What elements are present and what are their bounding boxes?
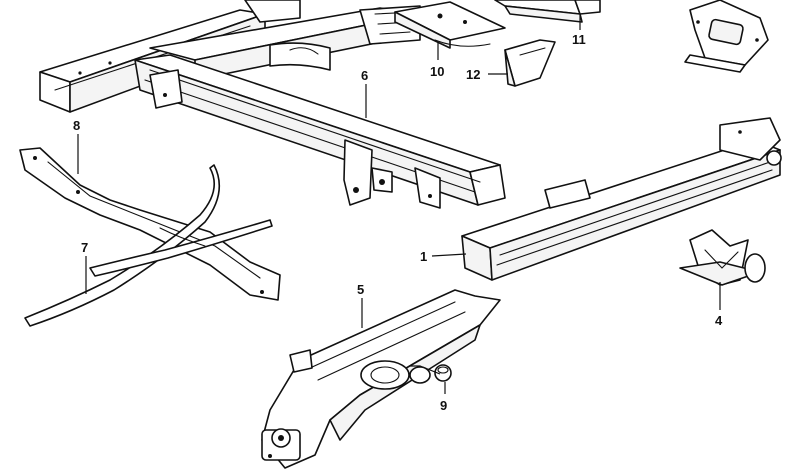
- callout-4: 4: [715, 313, 723, 328]
- callout-9: 9: [440, 398, 447, 413]
- part-9-plug: [434, 364, 452, 382]
- callout-11: 11: [572, 32, 586, 47]
- corner-bracket-window: [708, 18, 744, 46]
- part-12-gusset: [504, 39, 556, 87]
- part-8-bracket: [19, 147, 281, 301]
- arm-5-boss: [409, 366, 431, 384]
- bracket-4-loop: [744, 253, 766, 283]
- leader-1: [431, 253, 467, 257]
- part-5-arm: [261, 289, 501, 469]
- crossmember-left-bracket: [149, 69, 183, 109]
- part-1-rail: [461, 117, 782, 281]
- callout-1: 1: [420, 249, 427, 264]
- crossmember-mount-c: [414, 167, 441, 209]
- gusset-12-edge: [504, 49, 516, 87]
- callout-5: 5: [357, 282, 364, 297]
- bracket-8-body: [19, 147, 281, 301]
- callout-8: 8: [73, 118, 80, 133]
- callout-7: 7: [81, 240, 88, 255]
- rail-1-bushing: [766, 150, 782, 166]
- part-10-bracket: [394, 1, 506, 49]
- brace-7-strap-a: [24, 164, 221, 327]
- callout-6: 6: [361, 68, 368, 83]
- arm-5-tab: [289, 349, 313, 373]
- bracket-11-side: [504, 5, 583, 23]
- part-7-brace: [24, 164, 273, 327]
- part-4-bracket: [679, 229, 766, 286]
- part-11-bracket: [494, 0, 601, 23]
- rail-1-side: [489, 149, 781, 281]
- crossmember-6-end: [469, 164, 506, 206]
- crossmember-mount-a: [343, 139, 373, 206]
- leader-9b: [410, 365, 441, 375]
- bracket-11-tab: [574, 0, 601, 15]
- mid-panel: [269, 42, 331, 71]
- rail-1-mid-bracket: [544, 179, 591, 209]
- rail-1-end-mount: [719, 117, 781, 161]
- top-bracket: [244, 0, 301, 23]
- brace-7-strap-b: [89, 219, 273, 277]
- arm-5-hub: [360, 360, 410, 390]
- top-right-bracket: [684, 0, 769, 73]
- crossmember-6-top: [134, 54, 501, 173]
- callouts: 1 4 5 6 7 8 9 10 11 12: [73, 14, 723, 413]
- callout-12: 12: [466, 67, 480, 82]
- corner-bracket-flange: [684, 54, 746, 73]
- callout-10: 10: [430, 64, 444, 79]
- bracket-10-edge: [394, 11, 451, 49]
